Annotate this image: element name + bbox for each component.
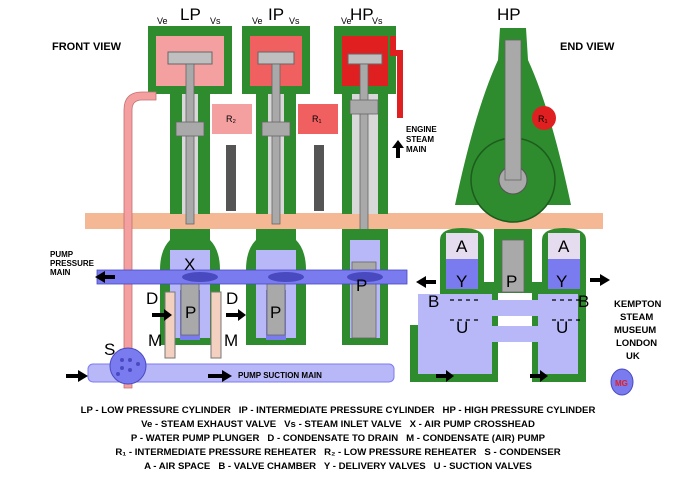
air-space-a-right: A	[558, 237, 570, 256]
lp-ve-label: Ve	[157, 16, 168, 26]
pump-main-line-2: PRESSURE	[50, 259, 95, 268]
ip-vs-label: Vs	[289, 16, 300, 26]
drain-d-right-label: D	[226, 289, 238, 308]
ip-pump	[246, 229, 306, 345]
suction-main-label: PUMP SUCTION MAIN	[238, 371, 322, 380]
museum-logo-text: MG	[615, 379, 628, 388]
suction-u-right: U	[556, 318, 568, 337]
r2-label: R₂	[226, 114, 236, 124]
museum-logo: MG	[610, 368, 634, 396]
steam-main-line-3: MAIN	[406, 145, 427, 154]
legend-line-1: LP - LOW PRESSURE CYLINDER IP - INTERMED…	[81, 405, 596, 416]
hp-cylinder	[334, 26, 396, 245]
flow-arrows	[66, 140, 610, 382]
drain-d-left-label: D	[146, 289, 158, 308]
museum-line-2: STEAM	[620, 312, 653, 323]
pump-pressure-main	[96, 269, 408, 285]
arrow-d-left-icon	[152, 309, 172, 321]
ip-label: IP	[268, 5, 284, 24]
delivery-y-left: Y	[456, 272, 467, 291]
arrow-steam-main-icon	[392, 140, 404, 158]
museum-line-4: LONDON	[616, 338, 657, 349]
arrow-end-in-right-icon	[530, 370, 548, 382]
pump-main-line-3: MAIN	[50, 268, 71, 277]
steam-main-line-2: STEAM	[406, 135, 434, 144]
legend-line-3: P - WATER PUMP PLUNGER D - CONDENSATE TO…	[131, 433, 546, 444]
air-space-a-left: A	[456, 237, 468, 256]
museum-line-5: UK	[626, 351, 640, 362]
hp-vs-label: Vs	[372, 16, 383, 26]
legend-line-4: R₁ - INTERMEDIATE PRESSURE REHEATER R₂ -…	[115, 447, 560, 458]
end-view-pump-chambers	[410, 228, 586, 382]
r1-label: R₁	[312, 114, 322, 124]
lp-plunger-label: P	[185, 303, 196, 322]
museum-line-3: MUSEUM	[614, 325, 656, 336]
legend-line-2: Ve - STEAM EXHAUST VALVE Vs - STEAM INLE…	[141, 419, 535, 430]
end-plunger-p: P	[506, 272, 517, 291]
steam-pipework	[123, 36, 403, 389]
museum-line-1: KEMPTON	[614, 299, 661, 310]
hp-end-label: HP	[497, 5, 521, 24]
front-view-label: FRONT VIEW	[52, 41, 122, 53]
lp-cylinder	[148, 26, 232, 225]
hp-label: HP	[350, 5, 374, 24]
ip-ve-label: Ve	[252, 16, 263, 26]
valve-chamber-b-right: B	[578, 292, 589, 311]
hp-plunger-label: P	[356, 276, 367, 295]
pump-main-line-1: PUMP	[50, 250, 74, 259]
steam-main-line-1: ENGINE	[406, 125, 437, 134]
pump-m-right-label: M	[224, 331, 238, 350]
ip-plunger-label: P	[270, 303, 281, 322]
arrow-suction-main-icon	[208, 370, 232, 382]
suction-u-left: U	[456, 318, 468, 337]
arrow-end-right-icon	[590, 274, 610, 286]
legend-line-5: A - AIR SPACE B - VALVE CHAMBER Y - DELI…	[144, 461, 532, 472]
arrow-suction-in-icon	[66, 370, 88, 382]
arrow-pressure-left-icon	[95, 271, 115, 283]
end-view-label: END VIEW	[560, 41, 615, 53]
hp-ve-label: Ve	[341, 16, 352, 26]
end-view-frame	[455, 28, 571, 293]
gear-racks	[226, 145, 324, 211]
valve-chamber-b-left: B	[428, 292, 439, 311]
pump-m-left-label: M	[148, 331, 162, 350]
lp-label: LP	[180, 5, 201, 24]
crosshead-x-label: X	[184, 255, 195, 274]
arrow-end-in-left-icon	[436, 370, 454, 382]
delivery-y-right: Y	[556, 272, 567, 291]
lp-vs-label: Vs	[210, 16, 221, 26]
ip-cylinder	[242, 26, 310, 225]
pump-suction-main	[87, 347, 395, 385]
engine-house-floor	[85, 213, 603, 229]
condenser-s-label: S	[104, 340, 115, 359]
r1-end-label: R₁	[538, 114, 548, 124]
arrow-end-left-icon	[416, 276, 436, 288]
condensate-pumps	[164, 291, 222, 359]
arrow-d-right-icon	[226, 309, 246, 321]
